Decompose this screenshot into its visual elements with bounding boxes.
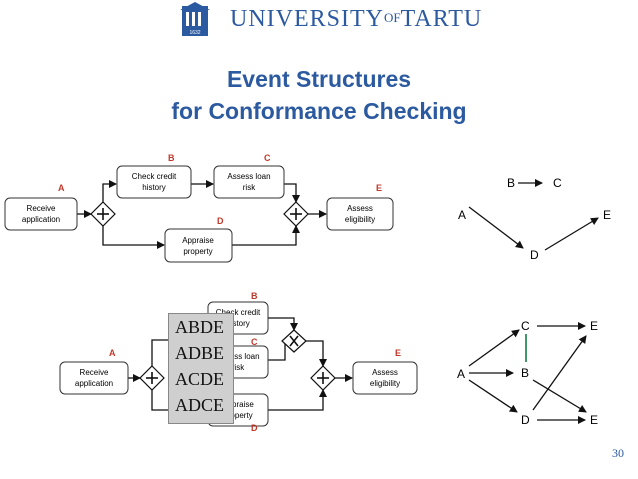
- activity-label-e: E: [376, 183, 382, 193]
- node-d-2: D: [521, 413, 530, 427]
- header-bar: 1632 UNIVERSITYOFTARTU: [0, 0, 638, 44]
- task-text: application: [22, 215, 60, 224]
- node-b: B: [507, 176, 515, 190]
- task-text: history: [142, 183, 166, 192]
- bpmn-diagram-2: Receive application Check credit history…: [59, 291, 418, 433]
- university-seal-icon: 1632: [180, 2, 210, 36]
- parallel-gateway-icon: [283, 201, 309, 227]
- parallel-gateway-icon: [139, 365, 165, 391]
- node-d: D: [530, 248, 539, 262]
- task-text: Assess loan: [227, 172, 270, 181]
- logo-end: TARTU: [400, 6, 483, 32]
- task-appraise-property: [164, 228, 233, 263]
- task-text: Assess loan: [216, 352, 259, 361]
- task-check-credit-history: [116, 165, 192, 199]
- node-b-2: B: [521, 366, 529, 380]
- exclusive-gateway-icon: [281, 329, 307, 353]
- page-number: 30: [612, 446, 624, 460]
- trace-item: ACDE: [175, 369, 224, 389]
- event-structure-graph-1: A B C D E: [458, 176, 611, 262]
- task-text: property: [183, 247, 212, 256]
- task-receive-application: [4, 197, 78, 231]
- activity-label-c: C: [264, 153, 271, 163]
- task-text: Assess: [347, 204, 373, 213]
- activity-label-b-2: B: [251, 291, 258, 301]
- task-assess-loan-risk: [213, 165, 285, 199]
- node-a-2: A: [457, 367, 465, 381]
- seal-year: 1632: [189, 30, 200, 36]
- task-assess-eligibility: [326, 197, 394, 231]
- trace-list-overlay: ABDE ADBE ACDE ADCE: [168, 313, 234, 424]
- edge: [284, 183, 300, 203]
- bpmn-diagram-1: Receive application Check credit history…: [4, 153, 394, 263]
- task-receive-application-2: [59, 361, 129, 395]
- edge: [232, 225, 300, 246]
- logo-of: OF: [384, 10, 401, 25]
- task-text: Receive: [80, 368, 109, 377]
- activity-label-d-2: D: [251, 423, 258, 433]
- node-e: E: [603, 208, 611, 222]
- slide-title-line2: for Conformance Checking: [171, 98, 467, 124]
- node-a: A: [458, 208, 466, 222]
- task-text: Receive: [27, 204, 56, 213]
- node-e-bottom: E: [590, 413, 598, 427]
- node-e-top: E: [590, 319, 598, 333]
- parallel-gateway-icon: [310, 365, 336, 391]
- task-assess-eligibility-2: [352, 361, 418, 395]
- event-structure-graph-2: A C B D E E: [457, 319, 598, 427]
- trace-item: ADBE: [175, 343, 224, 363]
- trace-item: ADCE: [175, 395, 224, 415]
- node-c-2: C: [521, 319, 530, 333]
- edge: [102, 180, 117, 202]
- task-text: risk: [232, 363, 245, 372]
- activity-label-d: D: [217, 216, 224, 226]
- parallel-gateway-icon: [90, 201, 116, 227]
- logo-main: UNIVERSITY: [230, 6, 384, 32]
- task-text: property: [223, 411, 252, 420]
- task-text: eligibility: [370, 379, 400, 388]
- task-text: Assess: [372, 368, 398, 377]
- task-text: Appraise: [182, 236, 214, 245]
- activity-label-c-2: C: [251, 337, 258, 347]
- activity-label-b: B: [168, 153, 175, 163]
- university-logo: UNIVERSITYOFTARTU: [230, 6, 482, 33]
- task-text: Appraise: [222, 400, 254, 409]
- activity-label-a: A: [58, 183, 65, 193]
- task-text: risk: [243, 183, 256, 192]
- activity-label-a-2: A: [109, 348, 116, 358]
- node-c: C: [553, 176, 562, 190]
- task-text: application: [75, 379, 113, 388]
- task-text: history: [226, 319, 250, 328]
- task-text: Check credit: [216, 308, 261, 317]
- task-text: Check credit: [132, 172, 177, 181]
- activity-label-e-2: E: [395, 348, 401, 358]
- slide-title-line1: Event Structures: [226, 66, 412, 92]
- trace-item: ABDE: [175, 317, 224, 337]
- task-text: eligibility: [345, 215, 375, 224]
- edge: [102, 226, 165, 249]
